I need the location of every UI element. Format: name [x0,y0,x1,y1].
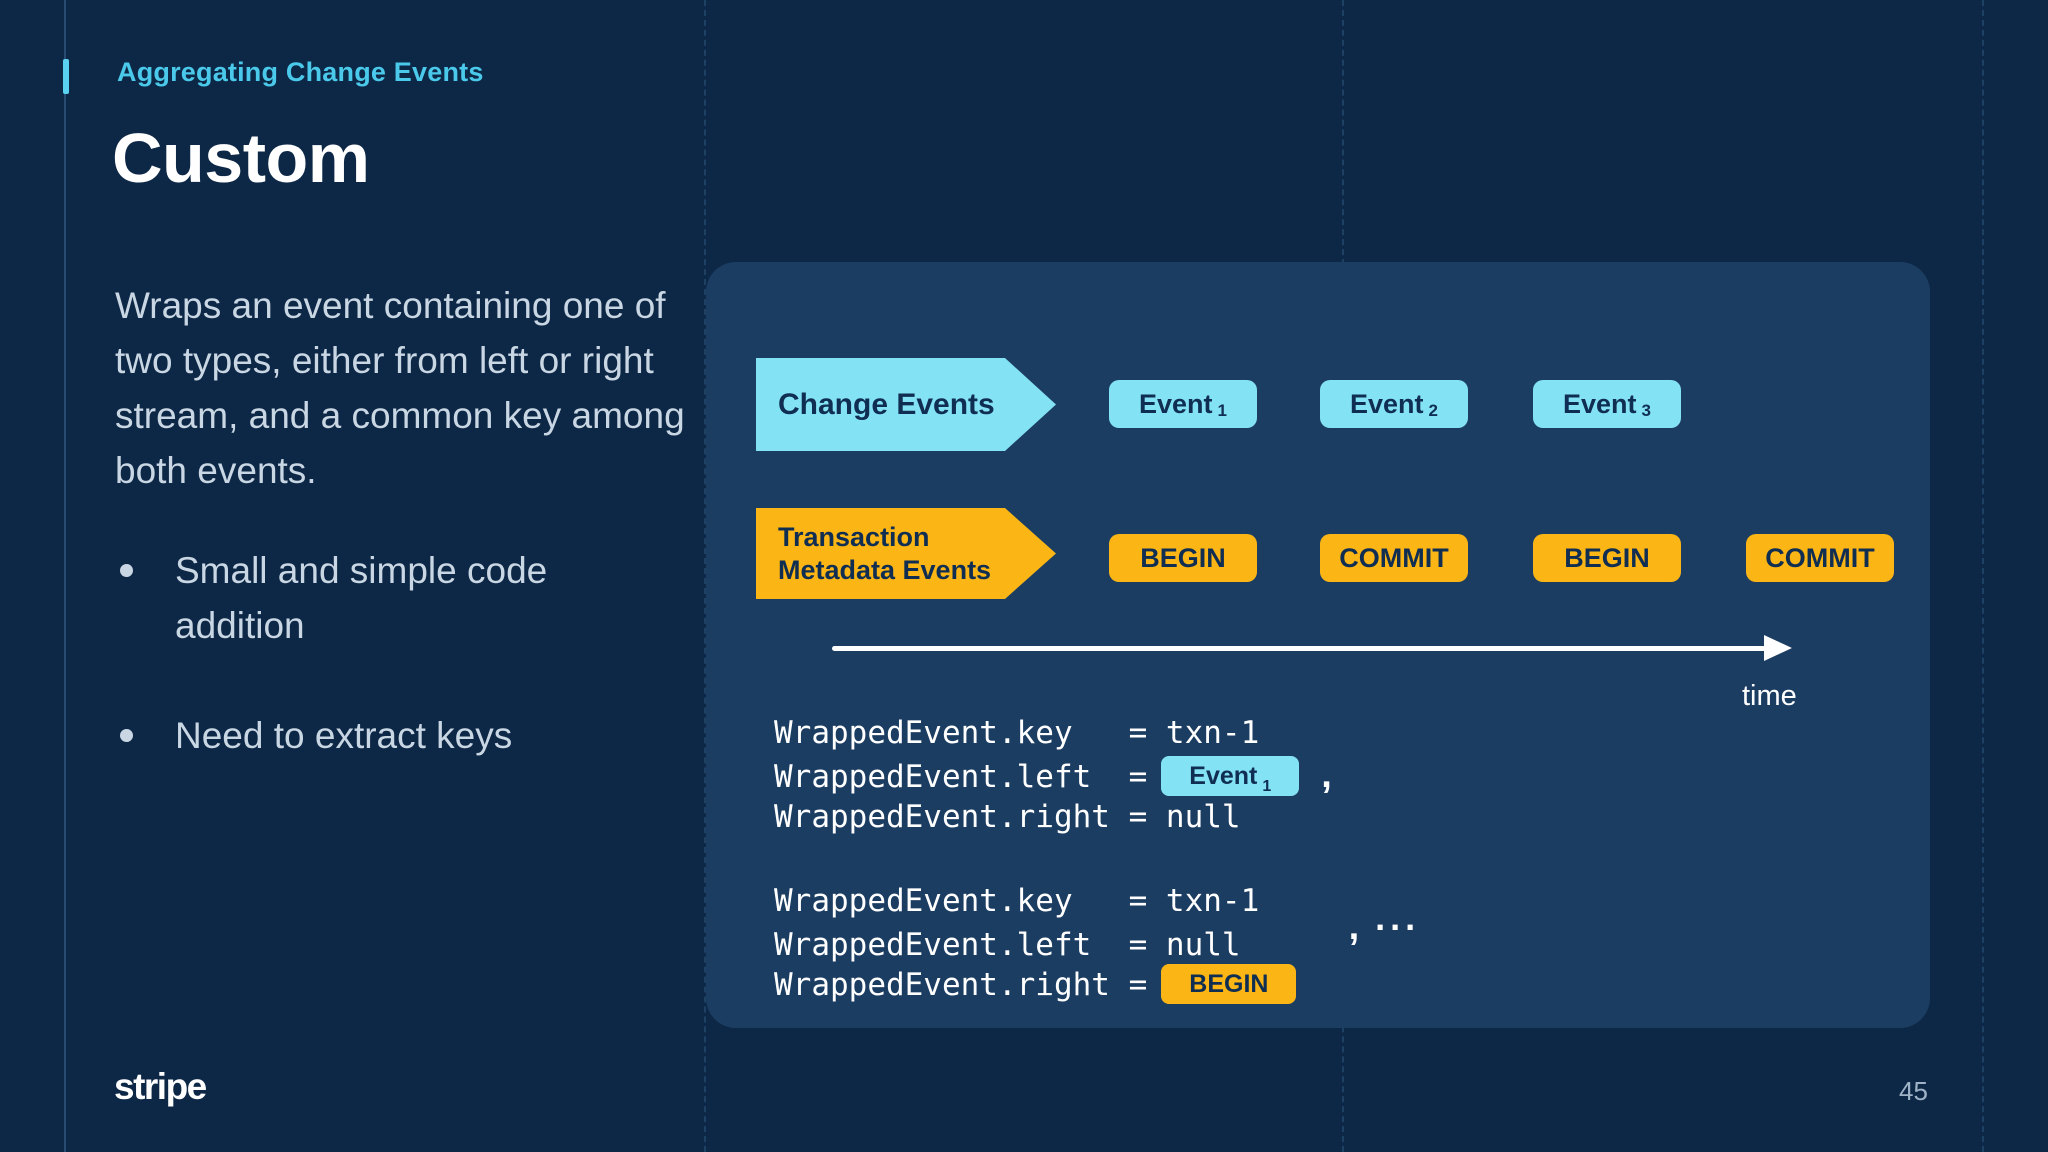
begin-value-badge: BEGIN [1161,963,1297,1004]
code-line-text: WrappedEvent.left = null [774,927,1241,963]
column-guide-right [1982,0,1984,1152]
code-line-prefix: WrappedEvent.left = [774,759,1148,795]
transaction-metadata-arrow: Transaction Metadata Events [756,508,1056,599]
event-box-subscript: 3 [1641,401,1651,420]
slide-title: Custom [112,119,370,197]
transaction-arrow-line1: Transaction [778,521,930,552]
stripe-logo: stripe [114,1066,207,1107]
event-box-2: Event 2 [1320,380,1468,428]
event-box-1: Event 1 [1109,380,1257,428]
event-box-subscript: 2 [1428,401,1438,420]
ellipsis-dots: ... [1375,897,1421,938]
bullet-item: Need to extract keys [115,708,585,763]
bullet-text: Small and simple code addition [175,550,548,646]
timeline-label: time [1742,680,1797,712]
metadata-box-commit-2: COMMIT [1746,534,1894,582]
page-number: 45 [1899,1076,1928,1106]
code-line: WrappedEvent.right = null [774,799,1241,835]
code-line: WrappedEvent.key = txn-1 [774,715,1260,751]
bullet-dot [120,729,133,742]
change-events-arrow: Change Events [756,358,1056,451]
event-box-3: Event 3 [1533,380,1681,428]
code-block-right-event: WrappedEvent.key = txn-1 WrappedEvent.le… [774,880,1420,1006]
bullet-dot [120,564,133,577]
ellipsis-note: ,... [1348,897,1421,950]
transaction-arrow-line2: Metadata Events [778,554,992,585]
metadata-box-begin-1: BEGIN [1109,534,1257,582]
code-comma: , [1321,754,1332,796]
column-guide-left [64,0,66,1152]
metadata-box-begin-2: BEGIN [1533,534,1681,582]
code-line: WrappedEvent.key = txn-1 [774,883,1260,919]
event-box-label: Event [1139,388,1213,419]
timeline-arrowhead-icon [1764,635,1792,661]
event-box-label: Event [1563,388,1637,419]
code-line: WrappedEvent.left = null,... [774,897,1420,964]
change-events-arrow-label: Change Events [778,387,995,421]
event-value-badge-label: Event [1189,761,1258,790]
code-line: WrappedEvent.right = BEGIN [774,963,1420,1006]
diagram-panel: Change Events Event 1 Event 2 Event 3 Tr… [706,262,1930,1028]
code-block-left-event: WrappedEvent.key = txn-1 WrappedEvent.le… [774,712,1332,838]
event-box-subscript: 1 [1217,401,1227,420]
slide-eyebrow: Aggregating Change Events [117,57,484,87]
ellipsis-comma: , [1348,906,1360,948]
eyebrow-accent-bar [63,59,69,94]
bullet-item: Small and simple code addition [115,543,585,653]
bullet-text: Need to extract keys [175,715,513,756]
timeline-arrow-line [832,646,1766,651]
event-value-badge-subscript: 1 [1262,777,1272,795]
column-guide-mid-left [704,0,706,1152]
event-box-label: Event [1350,388,1424,419]
slide-paragraph: Wraps an event containing one of two typ… [115,285,685,491]
metadata-box-commit-1: COMMIT [1320,534,1468,582]
code-line-prefix: WrappedEvent.right = [774,967,1148,1003]
